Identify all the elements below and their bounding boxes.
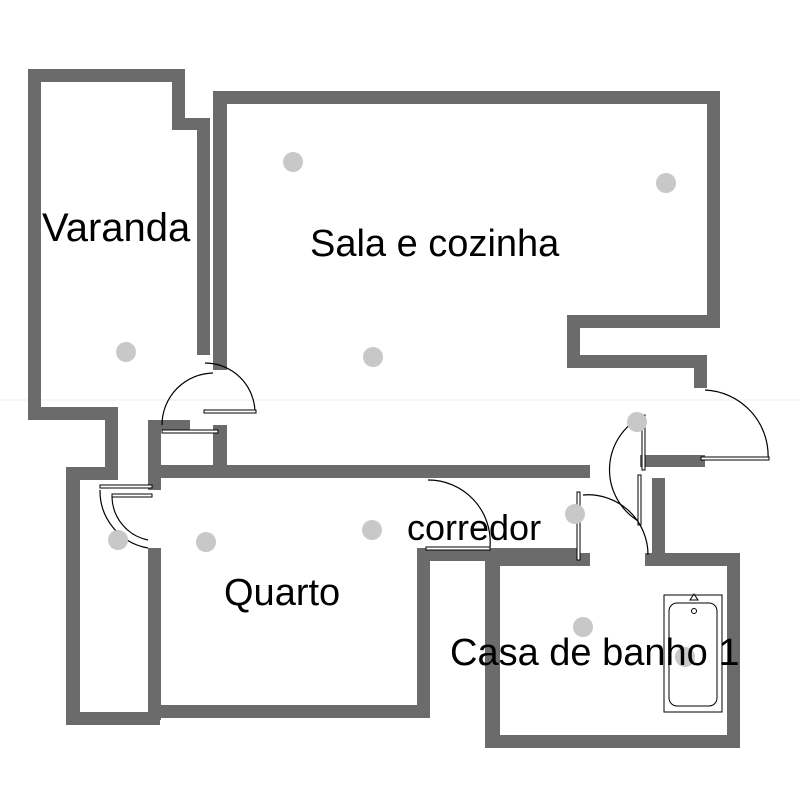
ceiling-light-icon [363, 347, 383, 367]
ceiling-light-icon [196, 532, 216, 552]
door-swing-icon [111, 496, 149, 541]
room-label-sala: Sala e cozinha [310, 223, 560, 265]
door-swing-icon [582, 494, 649, 556]
door-swing-icon [427, 479, 491, 548]
ceiling-light-icon [362, 520, 382, 540]
door-swing-icon [99, 489, 149, 549]
doors [99, 362, 770, 561]
ceiling-light-icon [627, 412, 647, 432]
ceiling-light-icon [283, 152, 303, 172]
room-label-casa-banho: Casa de banho 1 [450, 632, 740, 674]
door-swing-icon [204, 362, 256, 413]
ceiling-light-icon [108, 530, 128, 550]
ceiling-light-icon [656, 173, 676, 193]
door-swing-icon [704, 389, 769, 461]
bathtub-icon [663, 593, 723, 713]
ceiling-light-icon [565, 504, 585, 524]
ceiling-light-icon [116, 342, 136, 362]
room-label-varanda: Varanda [42, 206, 191, 250]
ceiling-lights [108, 152, 695, 667]
walls [28, 69, 740, 748]
room-label-quarto: Quarto [224, 572, 341, 614]
room-label-corredor: corredor [407, 507, 542, 548]
ceiling-light-icon [573, 617, 593, 637]
door-swing-icon [161, 372, 214, 426]
ceiling-light-icon [675, 647, 695, 667]
